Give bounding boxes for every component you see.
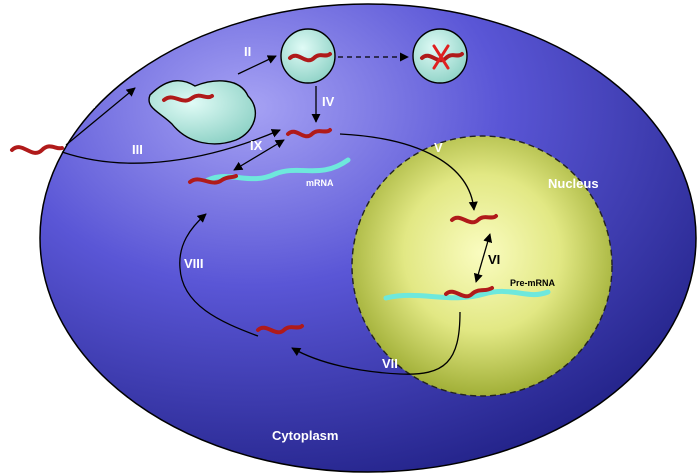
step-label-III: III: [132, 142, 143, 157]
vesicle: [280, 28, 336, 84]
oligo-exported: [256, 324, 304, 335]
oligo-bound-pre-mrna: [444, 286, 494, 299]
oligo-degraded: [420, 52, 464, 63]
arrow-step-II: [237, 55, 277, 75]
oligo-cytoplasm-free: [286, 128, 332, 139]
step-label-V: V: [434, 140, 443, 155]
arrow-step-I: [65, 87, 136, 146]
step-label-II: II: [244, 44, 251, 59]
degradation-x-icon: [432, 44, 450, 70]
oligo-bound-mrna: [188, 174, 238, 185]
pre-mrna-label: Pre-mRNA: [510, 278, 556, 288]
step-label-VI: VI: [488, 252, 500, 267]
step-label-IX: IX: [250, 138, 263, 153]
nucleus-label: Nucleus: [548, 176, 599, 191]
step-label-VII: VII: [382, 356, 398, 371]
oligo-extracellular: [10, 144, 64, 155]
oligo-endosome: [162, 93, 214, 103]
arrow-step-VI: [473, 233, 493, 283]
cytoplasm-label: Cytoplasm: [272, 428, 338, 443]
arrow-step-VII: [291, 311, 461, 375]
step-label-VIII: VIII: [184, 256, 204, 271]
oligo-vesicle: [288, 52, 332, 63]
step-label-IV: IV: [322, 94, 335, 109]
arrow-step-IX: [233, 139, 285, 171]
arrow-step-VIII: [179, 213, 259, 337]
pre-mrna-strand: [383, 288, 551, 301]
step-label-I: I: [92, 96, 96, 111]
oligo-nucleus-free: [450, 214, 498, 225]
arrow-step-V: [339, 133, 478, 211]
mrna-label: mRNA: [306, 178, 334, 188]
